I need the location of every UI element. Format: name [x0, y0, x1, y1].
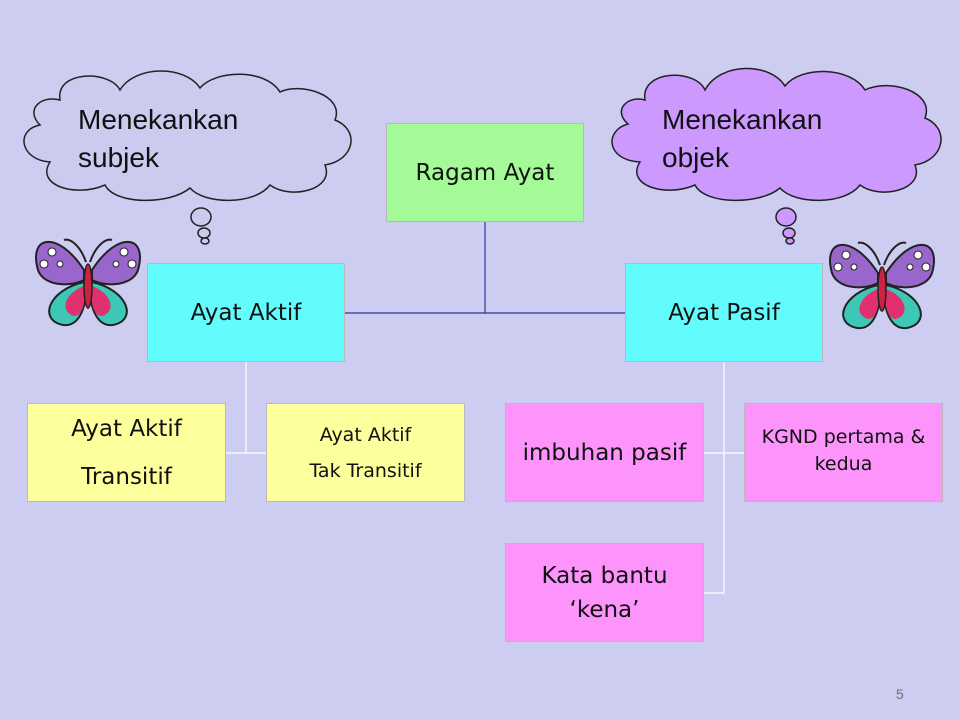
thought-left-line1: Menekankan: [78, 104, 239, 135]
child-line2: Tak Transitif: [309, 459, 422, 482]
child-text: KGND pertama & kedua: [761, 426, 926, 475]
child-line2: ‘kena’: [569, 596, 640, 623]
thought-right-line1: Menekankan: [662, 104, 823, 135]
child-node-aktif-tak-transitif: Ayat Aktif Tak Transitif: [266, 403, 465, 502]
child-line2: Transitif: [81, 463, 172, 490]
branch-aktif-label: Ayat Aktif: [190, 299, 302, 326]
branch-node-pasif: Ayat Pasif: [625, 263, 823, 362]
root-label: Ragam Ayat: [415, 159, 555, 186]
child-line1: Ayat Aktif: [319, 423, 412, 446]
child-node-aktif-transitif: Ayat Aktif Transitif: [27, 403, 226, 502]
page-number: 5: [896, 686, 904, 702]
branch-pasif-label: Ayat Pasif: [668, 299, 780, 326]
child-text: imbuhan pasif: [522, 439, 687, 466]
root-node: Ragam Ayat: [386, 123, 584, 222]
child-line1: Kata bantu: [541, 562, 668, 589]
thought-right-line2: objek: [662, 142, 729, 173]
thought-left-text: Menekankan subjek: [78, 101, 238, 177]
child-node-imbuhan-pasif: imbuhan pasif: [505, 403, 704, 502]
child-node-kata-bantu: Kata bantu ‘kena’: [505, 543, 704, 642]
thought-right-text: Menekankan objek: [662, 101, 822, 177]
child-line1: Ayat Aktif: [71, 415, 182, 442]
branch-node-aktif: Ayat Aktif: [147, 263, 345, 362]
thought-left-line2: subjek: [78, 142, 159, 173]
child-node-kgnd: KGND pertama & kedua: [744, 403, 943, 502]
